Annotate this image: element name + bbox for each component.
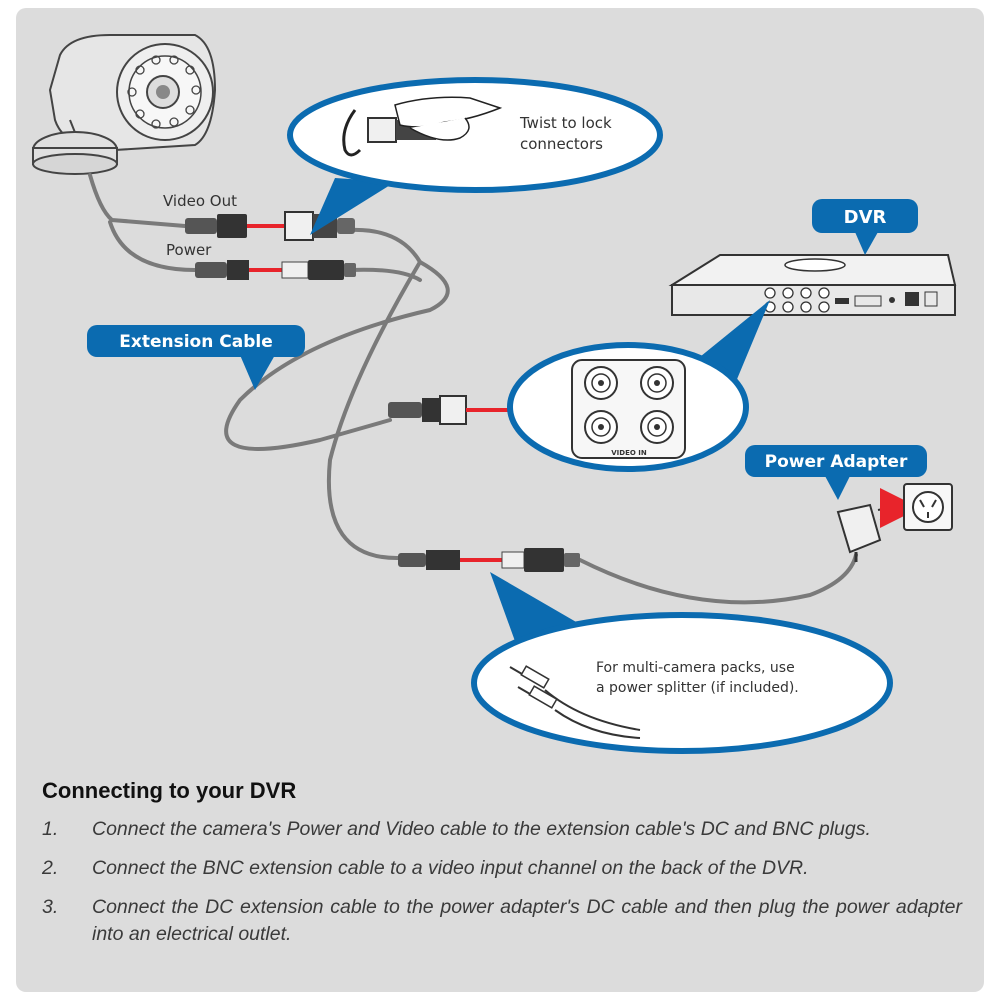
instructions-section: Connecting to your DVR 1. Connect the ca…: [42, 778, 962, 960]
video-out-label: Video Out: [163, 192, 237, 210]
splitter-text-line1: For multi-camera packs, use: [596, 660, 795, 676]
video-in-label: VIDEO IN: [611, 449, 647, 457]
camera-icon: [32, 34, 217, 175]
step-text: Connect the camera's Power and Video cab…: [92, 818, 871, 840]
power-splitter-icon: [509, 665, 641, 739]
power-adapter-badge: [745, 445, 927, 500]
connection-diagram: Video Out Power Twist to lock connectors…: [32, 34, 957, 754]
instruction-step: 3. Connect the DC extension cable to the…: [42, 894, 962, 948]
step-number: 3.: [42, 896, 59, 918]
step-text: Connect the DC extension cable to the po…: [92, 896, 962, 945]
extension-cable-badge: [87, 325, 305, 390]
power-connector: [195, 260, 356, 280]
step-number: 1.: [42, 818, 59, 840]
dc-extension-connector: [398, 548, 580, 572]
step-text: Connect the BNC extension cable to a vid…: [92, 857, 809, 879]
dvr-device-icon: [668, 254, 957, 316]
wall-outlet-icon: [903, 483, 953, 531]
splitter-callout: [471, 572, 893, 754]
instruction-step: 1. Connect the camera's Power and Video …: [42, 816, 962, 843]
extension-cable-label: Extension Cable: [119, 332, 272, 352]
cable-lines: [88, 173, 858, 605]
instruction-step: 2. Connect the BNC extension cable to a …: [42, 855, 962, 882]
power-label: Power: [166, 241, 212, 259]
twist-callout: [287, 77, 663, 235]
power-adapter-icon: [836, 488, 920, 562]
twist-text-line1: Twist to lock: [519, 114, 612, 132]
dvr-badge: [812, 199, 918, 255]
step-number: 2.: [42, 857, 59, 879]
video-in-callout: [507, 300, 770, 472]
dvr-label: DVR: [844, 207, 887, 228]
power-adapter-label: Power Adapter: [765, 452, 908, 472]
bnc-extension-plug: [388, 394, 564, 426]
instructions-title: Connecting to your DVR: [42, 778, 297, 803]
splitter-text-line2: a power splitter (if included).: [596, 680, 799, 696]
video-out-connector: [185, 211, 355, 241]
twist-text-line2: connectors: [520, 135, 603, 153]
